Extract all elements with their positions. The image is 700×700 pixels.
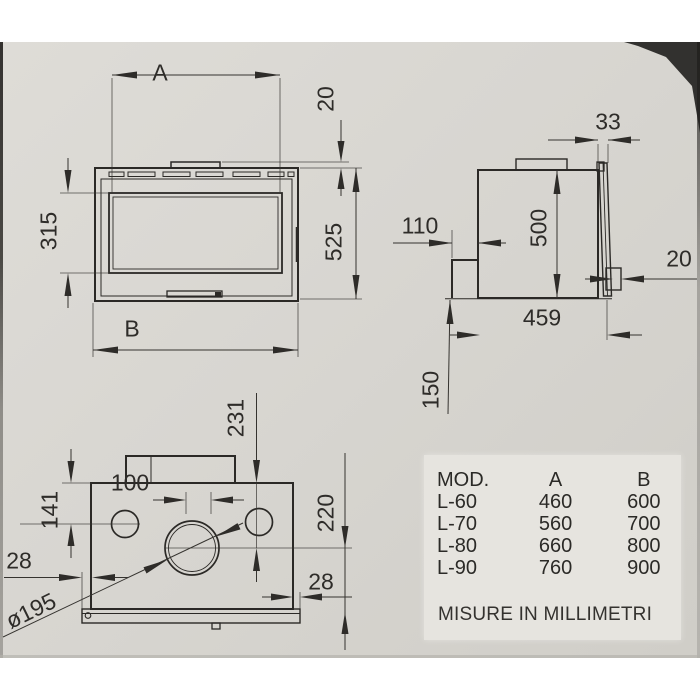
front-handle-knob	[215, 292, 221, 296]
photo-right-edge-shadow	[697, 42, 700, 658]
spec-table-row: L-90 760 900	[432, 557, 682, 579]
side-459-label: 459	[522, 304, 562, 331]
side-500-label: 500	[525, 208, 552, 248]
top-view-drawing	[81, 455, 301, 630]
top-plate-tab	[211, 622, 221, 630]
side-150-label: 150	[417, 370, 444, 410]
top-smoke-chamber	[125, 455, 236, 483]
front-glass	[108, 192, 283, 274]
spec-header-model: MOD.	[437, 469, 490, 491]
front-width-b-label: B	[124, 315, 140, 342]
units-note: MISURE IN MILLIMETRI	[438, 604, 653, 625]
front-width-a-label: A	[152, 59, 168, 86]
top-plate-hole	[84, 612, 92, 619]
spec-header-a: A	[548, 469, 563, 491]
spec-table-row: L-80 660 800	[432, 535, 682, 557]
side-view-dimensions	[393, 136, 697, 415]
front-glass-inner	[112, 196, 279, 270]
front-flue-collar	[170, 161, 221, 169]
spec-table-row: L-70 560 700	[432, 513, 682, 535]
front-vent-slots	[108, 171, 295, 177]
photo-corner-shadow	[624, 42, 700, 133]
spec-model: L-70	[437, 513, 478, 535]
top-141-label: 141	[36, 490, 63, 530]
top-right-hole	[244, 507, 274, 537]
front-frame	[94, 167, 299, 302]
front-view-dimensions	[60, 71, 362, 357]
spec-b-value: 900	[627, 557, 661, 579]
spec-a-value: 760	[538, 557, 573, 579]
side-flue-collar	[515, 158, 568, 171]
front-height-525-label: 525	[320, 222, 347, 262]
spec-b-value: 800	[627, 535, 661, 557]
front-view-drawing	[94, 161, 299, 302]
front-handle	[166, 290, 223, 298]
top-base-plate	[81, 608, 301, 624]
side-door-top-hinge	[596, 161, 605, 172]
top-100-label: 100	[110, 469, 150, 496]
side-rear-step	[451, 259, 478, 298]
photo-left-edge-shadow	[0, 42, 3, 658]
top-220-label: 220	[312, 493, 339, 533]
side-view-drawing	[445, 158, 622, 300]
side-33-label: 33	[595, 108, 621, 135]
front-inner-frame	[100, 178, 293, 297]
side-door-inner	[602, 162, 608, 297]
top-body	[90, 482, 294, 610]
spec-table: MOD. A B L-60 460 600 L-70 560 700 L-80 …	[432, 469, 682, 579]
front-collar-20-label: 20	[312, 86, 339, 112]
spec-a-value: 660	[538, 535, 573, 557]
spec-a-value: 560	[538, 513, 573, 535]
side-20-label: 20	[666, 245, 692, 272]
spec-b-value: 700	[627, 513, 661, 535]
side-110-label: 110	[401, 212, 439, 239]
spec-b-value: 600	[627, 491, 661, 513]
spec-table-row: L-60 460 600	[432, 491, 682, 513]
top-231-label: 231	[222, 398, 249, 438]
top-28-left-label: 28	[6, 547, 32, 574]
photo-bottom-edge-shadow	[0, 655, 700, 658]
spec-table-background	[424, 455, 681, 640]
top-view-dimensions	[2, 393, 352, 650]
spec-model: L-80	[437, 535, 478, 557]
spec-table-header-row: MOD. A B	[432, 469, 682, 491]
spec-header-b: B	[637, 469, 651, 491]
top-28-right-label: 28	[308, 568, 334, 595]
spec-a-value: 460	[538, 491, 573, 513]
spec-model: L-90	[437, 557, 478, 579]
front-opening-315-label: 315	[35, 211, 62, 251]
spec-model: L-60	[437, 491, 478, 513]
